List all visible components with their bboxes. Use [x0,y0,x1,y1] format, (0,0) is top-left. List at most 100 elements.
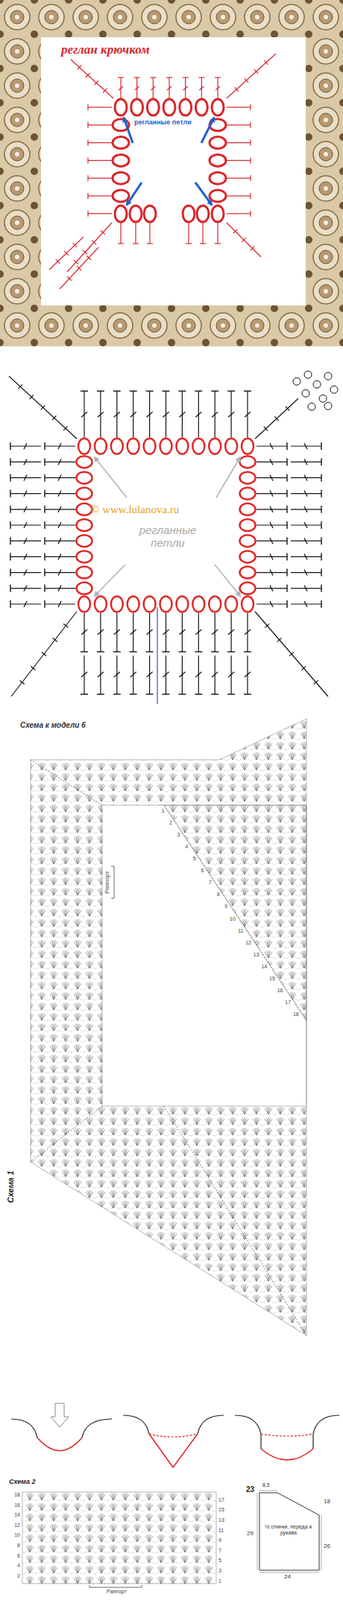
stitch-top [146,390,154,392]
stitch-top [178,390,186,392]
row-number: 13 [252,952,260,959]
raglan-diagonal [226,222,261,258]
stitch-tick [20,681,25,686]
down-arrow [50,1404,69,1429]
stitch-slash [58,507,62,514]
stitch-top [129,694,138,695]
stitch-slash [58,554,62,560]
raglan-loop [129,205,142,223]
stitch-top [320,537,322,546]
stitch-post [202,222,203,244]
row-number: 3 [172,832,181,839]
stitch-top [286,506,288,514]
row-number: 2 [164,820,173,827]
stitch-slash [23,474,27,481]
chart-heading: Схема 2 [8,1480,36,1488]
row-number: 2 [10,1574,21,1581]
stitch-slash [269,586,273,593]
stitch-slash [23,554,27,560]
stitch-slash [195,412,202,418]
stitch-tick [277,638,282,643]
raglan-loop [195,99,208,116]
stitch-tick [64,251,69,256]
stitch-top [43,506,45,514]
row-number: 17 [283,1000,291,1007]
raglan-loop [114,99,127,116]
raglan-loop [127,597,140,613]
raglan-loop [209,154,226,167]
stitch-post [216,222,218,244]
raglan-loop [209,190,226,203]
row-number: 5 [188,856,197,863]
stitch-top [162,694,171,695]
row-number: 7 [218,1549,222,1555]
raglan-loop [146,99,159,116]
stitch-top [146,694,154,695]
stitch-top [9,553,11,561]
stitch-slash [304,586,308,593]
raglan-diagonal [67,222,112,273]
row-number: 4 [180,844,188,851]
stitch-post [226,142,251,144]
raglan-loop [111,597,124,613]
chain-loop [313,381,321,389]
stitch-slash [304,538,308,545]
raglan-loop [94,597,107,613]
stitch-tick [76,266,82,270]
raglan-diagonal [8,376,77,440]
v-neck-edge [149,1435,198,1469]
raglan-loop [76,583,93,596]
stitch-tick [313,680,319,685]
raglan-loop [94,439,107,455]
stitch-slash [23,443,27,450]
raglan-loop [209,137,226,150]
stitch-top [113,694,121,695]
stitch-tick [289,652,294,657]
stitch-slash [134,86,140,91]
stitch-slash [304,601,308,608]
stitch-top [185,243,192,244]
dimension: 24 [284,1575,291,1583]
chain-loop [330,386,338,394]
stitch-tick [52,416,56,421]
raglan-loop [192,439,205,455]
stitch-top [286,458,288,467]
stitch-slash [97,412,104,418]
raglan-loop [240,471,256,484]
stitch-top [178,694,186,695]
chain-loop [293,378,301,386]
raglan-loop [209,172,226,185]
stitch-top [9,458,11,467]
chain-loop [307,403,316,411]
stitch-top [9,490,11,499]
stitch-slash [81,630,88,636]
pointer-arrows [94,457,241,597]
raglan-loop [240,583,256,596]
stitch-top [43,553,45,561]
stitch-top [80,651,88,653]
raglan-loop [240,504,256,516]
raglan-loop [143,439,156,455]
stitch-slash [269,570,273,577]
row-number: 15 [267,976,276,983]
pointer-arrow [201,117,215,144]
stitch-top [43,585,45,593]
raglan-loop [76,551,93,563]
stitch-tick [254,69,258,74]
stitch-top [243,390,252,392]
stitch-top [80,390,88,392]
row-number: 6 [196,868,204,875]
pattern-note: ½ спинки, переда и рукава [262,1525,315,1537]
row-number: 7 [204,880,212,887]
stitch-slash [211,672,218,678]
stitch-top [286,521,288,530]
stitch-post [226,195,251,197]
stitch-tick [234,87,239,92]
stitch-slash [97,672,104,678]
chain-loop [301,389,310,398]
stitch-post [226,106,251,108]
stitch-tick [263,60,268,65]
stitch-top [249,193,251,200]
raglan-loop [182,205,195,223]
stitch-slash [304,474,308,481]
